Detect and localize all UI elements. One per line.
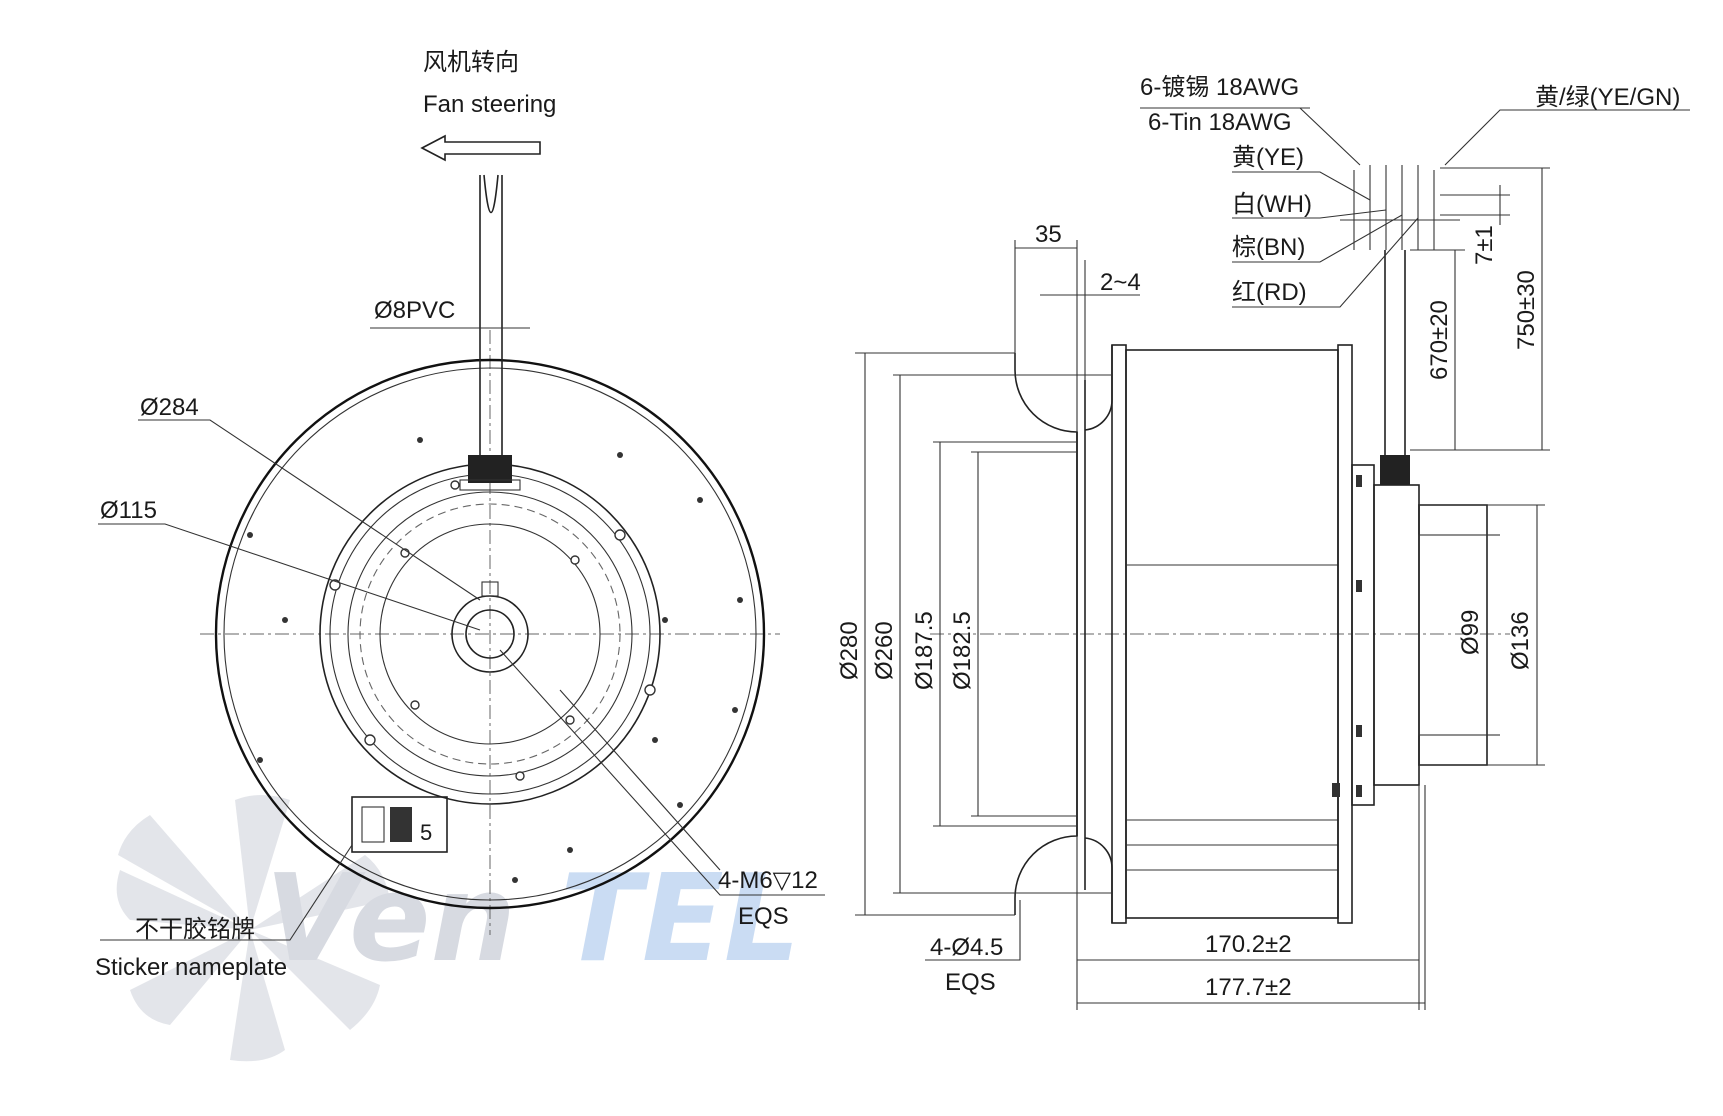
cable-gland — [468, 455, 512, 483]
impeller-rivets — [247, 437, 743, 883]
shroud-bottom-curve — [1084, 837, 1113, 923]
side-cable-gland — [1380, 455, 1410, 485]
wire-wh-leader — [1232, 209, 1387, 219]
sticker-label-en: Sticker nameplate — [95, 954, 287, 981]
fan-steering-label-en: Fan steering — [423, 91, 556, 118]
wire-label-leader — [1299, 107, 1361, 166]
fan-steering-label-cn: 风机转向 — [423, 49, 519, 76]
ground-label: 黄/绿(YE/GN) — [1535, 84, 1680, 111]
dim-177-label: 177.7±2 — [1205, 974, 1292, 1001]
sticker-label-cn: 不干胶铭牌 — [135, 916, 255, 943]
screws-label: 4-M6▽12 — [718, 867, 818, 894]
motor-body — [1373, 484, 1420, 786]
motor-ring-4 — [379, 523, 601, 745]
holes-eqs-label: EQS — [945, 969, 996, 996]
dia-284-leader — [138, 419, 481, 601]
cable-diameter-label: Ø8PVC — [374, 297, 455, 324]
dim-35-label: 35 — [1035, 221, 1062, 248]
screws-eqs-label: EQS — [738, 903, 789, 930]
wire-en-label: 6-Tin 18AWG — [1148, 109, 1292, 136]
dim-280-label: Ø280 — [836, 621, 863, 680]
screws-leader-2 — [559, 689, 721, 871]
dim-182-label: Ø182.5 — [949, 611, 976, 690]
motor-ring-dashed — [359, 503, 621, 765]
hub-key — [481, 581, 499, 597]
screws-leader — [499, 649, 825, 896]
dim-7-label: 7±1 — [1471, 225, 1498, 265]
dim-136-label: Ø136 — [1507, 611, 1534, 670]
holes-label: 4-Ø4.5 — [930, 934, 1003, 961]
wire-bn-label: 棕(BN) — [1232, 234, 1305, 261]
dim-187-label: Ø187.5 — [911, 611, 938, 690]
wire-rd-label: 红(RD) — [1232, 279, 1307, 306]
dia-284-label: Ø284 — [140, 394, 199, 421]
hub-inner — [465, 609, 515, 659]
side-wires — [1340, 165, 1460, 250]
ground-leader — [1444, 109, 1690, 166]
shroud-top-curve — [1084, 345, 1113, 431]
cable-end-split — [479, 174, 503, 255]
holes-leader — [925, 900, 1021, 961]
wire-rd-leader — [1232, 217, 1419, 308]
wire-ye-leader — [1232, 171, 1371, 201]
motor-flange — [1351, 464, 1375, 806]
dim-170-label: 170.2±2 — [1205, 931, 1292, 958]
ventel-watermark: Ven TEL — [116, 795, 800, 1062]
impeller-outer-circle — [214, 358, 766, 910]
side-view: 35 2~4 Ø280 Ø260 Ø187.5 Ø182.5 Ø99 Ø136 — [836, 74, 1690, 1010]
watermark-text-ven: Ven — [265, 850, 516, 989]
watermark-fan-icon — [116, 795, 390, 1062]
wire-wh-label: 白(WH) — [1232, 191, 1312, 218]
impeller-outer-inner-circle — [223, 367, 757, 901]
dim-99-label: Ø99 — [1457, 610, 1484, 655]
front-view: 风机转向 Fan steering Ø8PVC Ø284 Ø115 4-M6▽1… — [95, 49, 825, 981]
dim-2-4-label: 2~4 — [1100, 269, 1141, 296]
fan-steering-arrow — [420, 134, 541, 162]
motor-holes — [329, 480, 656, 781]
watermark-text-tel: TEL — [560, 850, 800, 989]
dia-115-label: Ø115 — [100, 497, 157, 524]
motor-ring-3 — [347, 491, 633, 777]
cable-gland-base — [459, 479, 521, 491]
sticker-nameplate: 5 — [351, 796, 448, 853]
dim-670-label: 670±20 — [1426, 300, 1453, 380]
motor-marker — [1332, 783, 1340, 797]
svg-text:5: 5 — [420, 820, 432, 845]
dim-750-label: 750±30 — [1513, 270, 1540, 350]
sticker-leader — [100, 844, 353, 941]
dia-115-leader — [98, 523, 481, 631]
wire-ye-label: 黄(YE) — [1232, 144, 1304, 171]
dim-260-label: Ø260 — [871, 621, 898, 680]
wire-bn-leader — [1232, 214, 1403, 263]
motor-flange-dots — [1356, 475, 1362, 797]
wire-cn-label: 6-镀锡 18AWG — [1140, 74, 1299, 101]
